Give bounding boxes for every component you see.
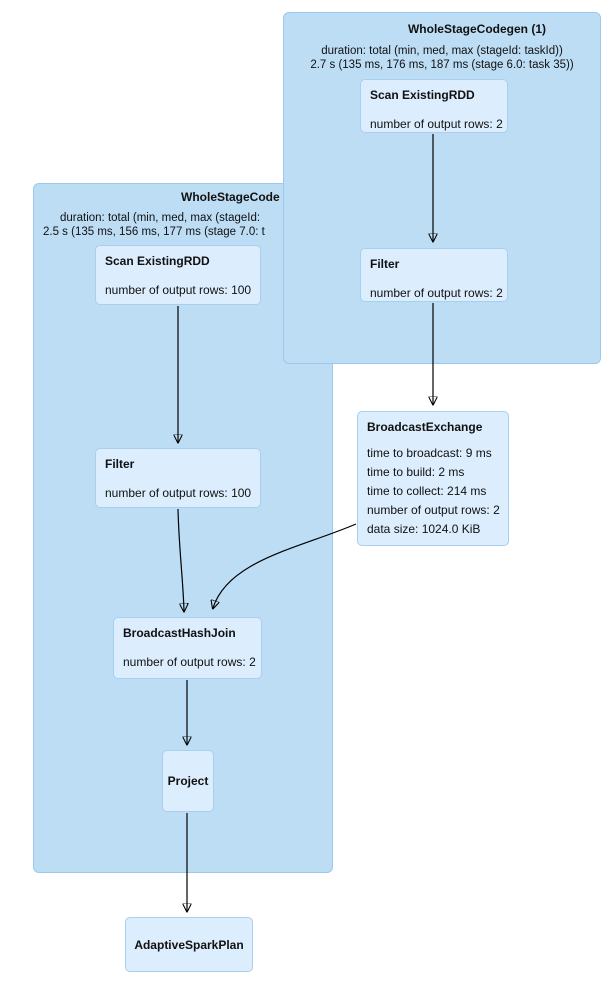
cluster-duration-line2: 2.7 s (135 ms, 176 ms, 187 ms (stage 6.0… — [310, 59, 574, 71]
cluster-duration-line1: duration: total (min, med, max (stageId:… — [321, 45, 563, 57]
node-metric: number of output rows: 100 — [105, 283, 252, 297]
node-broadcastexchange: BroadcastExchange time to broadcast: 9 m… — [357, 411, 509, 546]
node-metric: time to build: 2 ms — [367, 465, 465, 479]
node-metric: number of output rows: 2 — [367, 503, 500, 517]
node-metric: number of output rows: 2 — [123, 655, 256, 669]
node-title: Scan ExistingRDD — [105, 254, 210, 268]
node-filter-1: Filter number of output rows: 2 — [360, 248, 508, 302]
node-metric: time to collect: 214 ms — [367, 484, 487, 498]
node-title: AdaptiveSparkPlan — [134, 937, 244, 952]
node-metric: number of output rows: 100 — [105, 486, 252, 500]
node-title: BroadcastHashJoin — [123, 626, 236, 640]
node-filter-2: Filter number of output rows: 100 — [95, 448, 261, 508]
node-metric: number of output rows: 2 — [370, 117, 503, 131]
node-project: Project — [162, 750, 214, 812]
node-title: Filter — [105, 457, 135, 471]
node-title: Scan ExistingRDD — [370, 88, 475, 102]
cluster-duration-line2: 2.5 s (135 ms, 156 ms, 177 ms (stage 7.0… — [43, 226, 265, 238]
cluster-title: WholeStageCodegen (1) — [407, 22, 546, 36]
node-metric: number of output rows: 2 — [370, 286, 503, 300]
node-title: BroadcastExchange — [367, 420, 483, 434]
cluster-duration-line1: duration: total (min, med, max (stageId: — [60, 212, 261, 224]
node-title: Project — [167, 774, 209, 788]
node-scan-existingrdd-2: Scan ExistingRDD number of output rows: … — [95, 245, 261, 305]
node-scan-existingrdd-1: Scan ExistingRDD number of output rows: … — [360, 79, 508, 133]
node-adaptivesparkplan: AdaptiveSparkPlan — [125, 917, 253, 972]
node-metric: time to broadcast: 9 ms — [367, 446, 492, 460]
cluster-duration: duration: total (min, med, max (stageId:… — [284, 44, 600, 72]
cluster-wholestagecodegen-1: WholeStageCodegen (1) duration: total (m… — [283, 12, 601, 364]
node-title: Filter — [370, 257, 400, 271]
cluster-title: WholeStageCode — [181, 190, 280, 204]
node-broadcasthashjoin: BroadcastHashJoin number of output rows:… — [113, 617, 262, 679]
node-metric: data size: 1024.0 KiB — [367, 522, 481, 536]
